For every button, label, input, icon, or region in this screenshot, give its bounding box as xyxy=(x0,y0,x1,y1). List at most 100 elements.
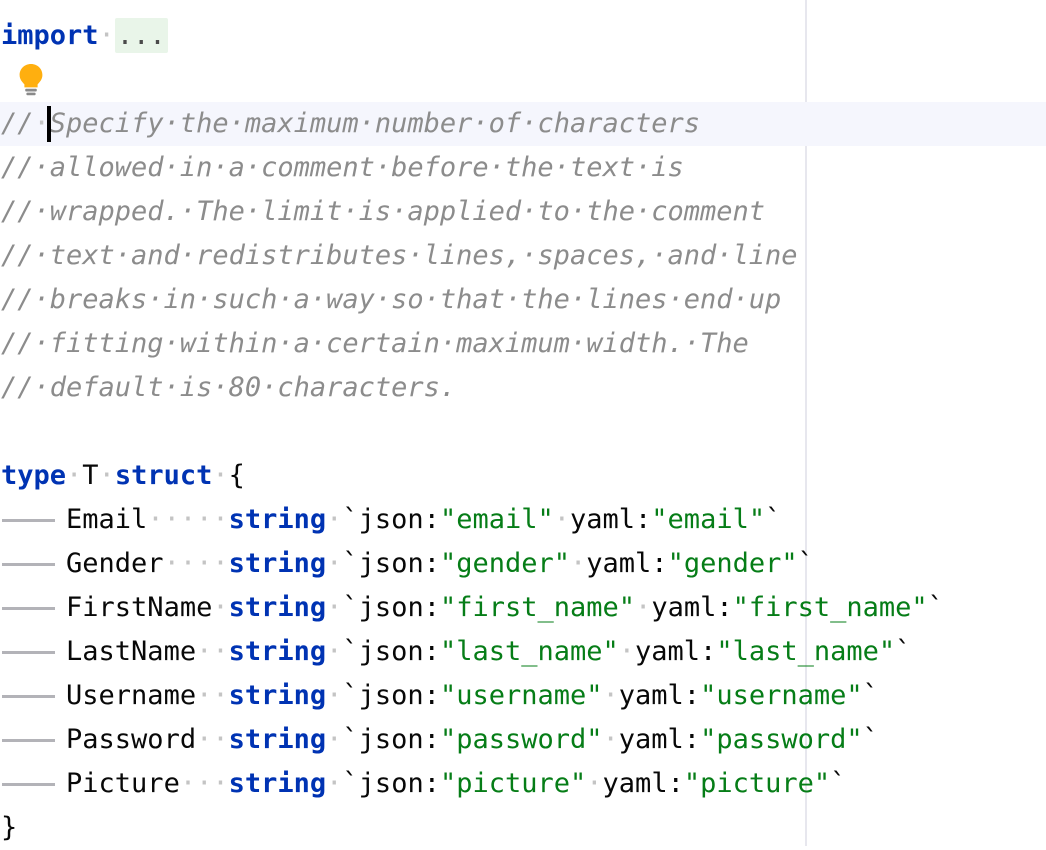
code-token-str: "gender" xyxy=(439,548,571,579)
code-token-ws: · xyxy=(66,460,83,491)
code-token-plain: `json: xyxy=(342,724,440,755)
indent-guide xyxy=(2,563,55,566)
code-token-cmt: //·text·and·redistributes·lines,·spaces,… xyxy=(1,240,798,271)
code-token-str: "email" xyxy=(439,504,554,535)
code-token-plain: ` xyxy=(830,768,847,799)
code-token-ws: · xyxy=(602,724,619,755)
code-line[interactable]: FirstName·string·`json:"first_name"·yaml… xyxy=(0,586,1046,630)
code-token-kw: struct xyxy=(114,460,213,491)
code-token-plain: yaml: xyxy=(618,680,701,711)
code-token-ws: · xyxy=(326,592,343,623)
indent-guide xyxy=(2,519,55,522)
code-token-ws: · xyxy=(602,680,619,711)
code-line[interactable]: Email·····string·`json:"email"·yaml:"ema… xyxy=(0,498,1046,542)
code-token-plain: yaml: xyxy=(586,548,668,579)
code-token-plain: `json: xyxy=(342,548,440,579)
code-line[interactable]: //·breaks·in·such·a·way·so·that·the·line… xyxy=(0,278,1046,322)
code-token-str: "password" xyxy=(700,724,863,755)
code-line[interactable]: } xyxy=(0,806,1046,850)
code-token-plain: Email xyxy=(66,504,148,535)
code-token-ws: · xyxy=(212,592,229,623)
code-token-cmt: //·default·is·80·characters. xyxy=(1,372,457,403)
code-token-plain: { xyxy=(228,460,245,491)
code-token-str: "username" xyxy=(700,680,863,711)
code-line[interactable]: //·Specify·the·maximum·number·of·charact… xyxy=(0,102,1046,146)
code-token-plain: yaml: xyxy=(618,724,701,755)
code-token-kw: string xyxy=(228,548,327,579)
code-token-plain: LastName xyxy=(66,636,197,667)
code-token-plain: T xyxy=(82,460,99,491)
code-token-cmt: //·allowed·in·a·comment·before·the·text·… xyxy=(1,152,684,183)
code-token-ws: · xyxy=(635,592,652,623)
code-token-kw: string xyxy=(228,504,327,535)
code-token-plain: FirstName xyxy=(66,592,213,623)
code-token-kw: string xyxy=(228,724,327,755)
code-token-ws: · xyxy=(326,548,343,579)
right-margin-guide xyxy=(805,0,807,846)
code-token-ws: · xyxy=(98,20,115,51)
code-token-str: "last_name" xyxy=(439,636,619,667)
code-line-blank[interactable] xyxy=(0,410,1046,454)
code-token-cmt: //·breaks·in·such·a·way·so·that·the·line… xyxy=(1,284,782,315)
code-token-kw: string xyxy=(228,636,327,667)
indent-guide xyxy=(2,695,55,698)
code-line[interactable]: LastName··string·`json:"last_name"·yaml:… xyxy=(0,630,1046,674)
code-line[interactable]: //·default·is·80·characters. xyxy=(0,366,1046,410)
code-token-str: "picture" xyxy=(683,768,831,799)
code-token-ws: ·· xyxy=(196,724,229,755)
code-line[interactable]: Gender····string·`json:"gender"·yaml:"ge… xyxy=(0,542,1046,586)
code-token-str: "password" xyxy=(439,724,603,755)
code-line[interactable]: Password··string·`json:"password"·yaml:"… xyxy=(0,718,1046,762)
code-token-ws: · xyxy=(212,460,229,491)
code-token-ws: · xyxy=(326,768,343,799)
code-token-plain: ` xyxy=(862,680,879,711)
code-token-plain: Gender xyxy=(66,548,164,579)
code-token-plain: yaml: xyxy=(635,636,717,667)
code-token-kw: string xyxy=(228,592,327,623)
code-token-cmt: Specify·the·maximum·number·of·characters xyxy=(49,108,700,139)
code-line-blank[interactable] xyxy=(0,58,1046,102)
code-token-cmt: //·wrapped.·The·limit·is·applied·to·the·… xyxy=(1,196,766,227)
code-token-str: "picture" xyxy=(439,768,587,799)
code-token-ws: · xyxy=(586,768,603,799)
indent-guide xyxy=(2,651,55,654)
code-token-ws: · xyxy=(326,504,343,535)
code-token-ws: ·· xyxy=(196,636,229,667)
code-line[interactable]: //·allowed·in·a·comment·before·the·text·… xyxy=(0,146,1046,190)
code-token-ws: · xyxy=(553,504,571,535)
code-token-kw: string xyxy=(228,768,327,799)
code-token-ws: ·· xyxy=(196,680,229,711)
code-token-plain: Picture xyxy=(66,768,180,799)
code-line[interactable]: //·wrapped.·The·limit·is·applied·to·the·… xyxy=(0,190,1046,234)
code-line[interactable]: import·... xyxy=(0,14,1046,58)
code-token-ws: ··· xyxy=(179,768,229,799)
code-token-plain: } xyxy=(1,812,18,843)
code-token-str: "first_name" xyxy=(439,592,636,623)
code-line[interactable]: //·fitting·within·a·certain·maximum·widt… xyxy=(0,322,1046,366)
code-token-str: "last_name" xyxy=(716,636,896,667)
code-token-plain: ` xyxy=(895,636,912,667)
code-token-str: "email" xyxy=(651,504,766,535)
code-line[interactable]: //·text·and·redistributes·lines,·spaces,… xyxy=(0,234,1046,278)
code-line[interactable]: Username··string·`json:"username"·yaml:"… xyxy=(0,674,1046,718)
code-token-str: "username" xyxy=(439,680,603,711)
code-token-ws: · xyxy=(326,680,343,711)
code-token-ws: · xyxy=(326,724,343,755)
code-token-cmt: // xyxy=(1,108,34,139)
code-token-kw: string xyxy=(228,680,327,711)
indent-guide xyxy=(2,783,55,786)
code-token-plain: yaml: xyxy=(651,592,733,623)
code-line[interactable]: type·T·struct·{ xyxy=(0,454,1046,498)
code-token-kw: import xyxy=(1,20,99,51)
code-token-plain: yaml: xyxy=(570,504,652,535)
code-line[interactable]: Picture···string·`json:"picture"·yaml:"p… xyxy=(0,762,1046,806)
lightbulb-icon[interactable] xyxy=(16,62,46,98)
indent-guide xyxy=(2,739,55,742)
code-token-plain: `json: xyxy=(342,504,440,535)
code-token-plain: ` xyxy=(927,592,944,623)
text-caret xyxy=(47,106,51,142)
code-token-ws: ····· xyxy=(147,504,229,535)
code-token-plain: `json: xyxy=(342,636,440,667)
code-token-plain: ` xyxy=(862,724,879,755)
